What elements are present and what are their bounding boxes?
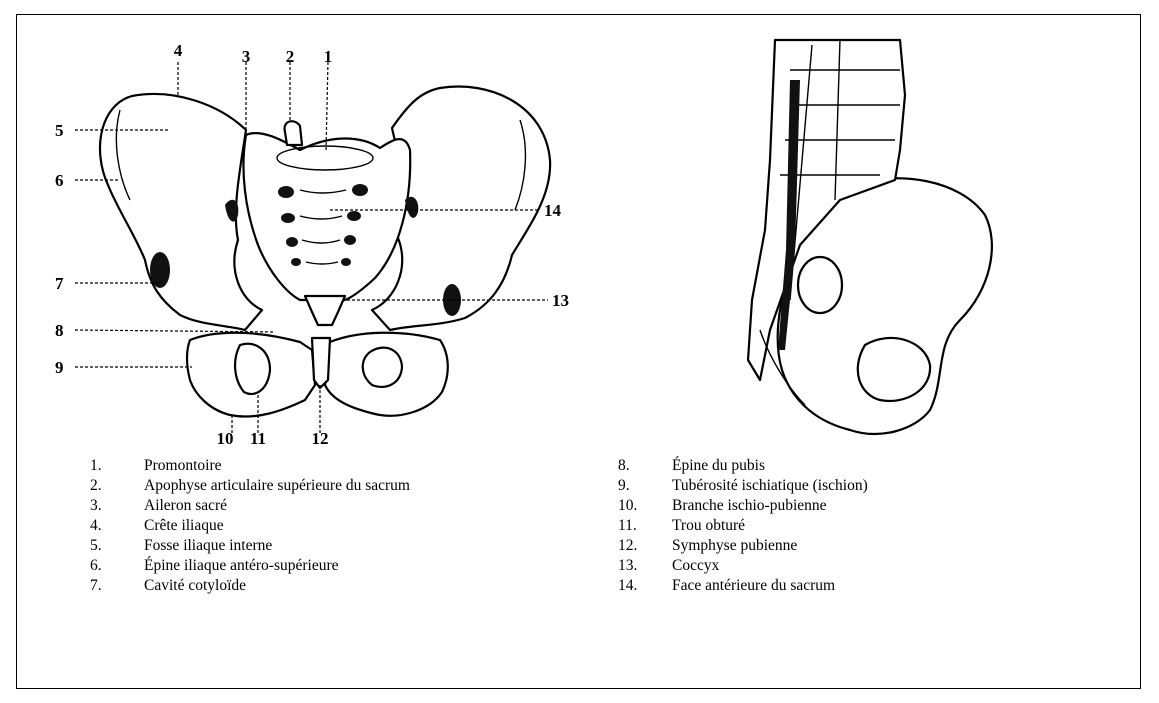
sacrum bbox=[243, 133, 410, 300]
legend-item: 7.Cavité cotyloïde bbox=[90, 576, 410, 596]
callout-14: 14 bbox=[544, 201, 562, 220]
callout-1: 1 bbox=[324, 47, 333, 66]
legend-text: Crête iliaque bbox=[144, 516, 224, 536]
legend-text: Épine du pubis bbox=[672, 456, 765, 476]
legend-number: 4. bbox=[90, 516, 144, 536]
legend-number: 2. bbox=[90, 476, 144, 496]
legend-item: 4.Crête iliaque bbox=[90, 516, 410, 536]
legend-text: Face antérieure du sacrum bbox=[672, 576, 835, 596]
legend-text: Tubérosité ischiatique (ischion) bbox=[672, 476, 868, 496]
legend-item: 1.Promontoire bbox=[90, 456, 410, 476]
legend-text: Symphyse pubienne bbox=[672, 536, 797, 556]
legend-item: 5.Fosse iliaque interne bbox=[90, 536, 410, 556]
callout-2: 2 bbox=[286, 47, 295, 66]
legend-item: 2.Apophyse articulaire supérieure du sac… bbox=[90, 476, 410, 496]
pubic-symphysis bbox=[312, 338, 330, 388]
legend-item: 8.Épine du pubis bbox=[618, 456, 868, 476]
legend-number: 5. bbox=[90, 536, 144, 556]
callout-12: 12 bbox=[312, 429, 329, 448]
coccyx bbox=[305, 296, 345, 325]
callout-10: 10 bbox=[217, 429, 234, 448]
legend-item: 10.Branche ischio-pubienne bbox=[618, 496, 868, 516]
legend-text: Promontoire bbox=[144, 456, 222, 476]
right-obturator-foramen bbox=[363, 348, 402, 387]
legend-number: 6. bbox=[90, 556, 144, 576]
legend-item: 3.Aileron sacré bbox=[90, 496, 410, 516]
lateral-pelvis-drawing bbox=[748, 40, 992, 434]
callout-8: 8 bbox=[55, 321, 64, 340]
legend-number: 12. bbox=[618, 536, 672, 556]
legend-text: Apophyse articulaire supérieure du sacru… bbox=[144, 476, 410, 496]
legend-number: 13. bbox=[618, 556, 672, 576]
legend-text: Trou obturé bbox=[672, 516, 745, 536]
legend-number: 11. bbox=[618, 516, 672, 536]
callout-5: 5 bbox=[55, 121, 64, 140]
legend-text: Branche ischio-pubienne bbox=[672, 496, 827, 516]
legend-right: 8.Épine du pubis 9.Tubérosité ischiatiqu… bbox=[618, 456, 868, 596]
callout-7: 7 bbox=[55, 274, 64, 293]
legend-text: Fosse iliaque interne bbox=[144, 536, 272, 556]
legend-number: 3. bbox=[90, 496, 144, 516]
callout-3: 3 bbox=[242, 47, 251, 66]
legend-number: 10. bbox=[618, 496, 672, 516]
legend-number: 1. bbox=[90, 456, 144, 476]
left-obturator-foramen bbox=[235, 344, 270, 394]
legend-item: 11.Trou obturé bbox=[618, 516, 868, 536]
legend-item: 12.Symphyse pubienne bbox=[618, 536, 868, 556]
legend-text: Cavité cotyloïde bbox=[144, 576, 246, 596]
legend-number: 7. bbox=[90, 576, 144, 596]
callout-13: 13 bbox=[552, 291, 569, 310]
callout-4: 4 bbox=[174, 41, 183, 60]
legend-item: 6.Épine iliaque antéro-supérieure bbox=[90, 556, 410, 576]
legend-text: Aileron sacré bbox=[144, 496, 227, 516]
legend-item: 14.Face antérieure du sacrum bbox=[618, 576, 868, 596]
lateral-acetabulum bbox=[798, 257, 842, 313]
legend-left: 1.Promontoire 2.Apophyse articulaire sup… bbox=[90, 456, 410, 596]
legend-number: 9. bbox=[618, 476, 672, 496]
callout-6: 6 bbox=[55, 171, 64, 190]
legend-item: 9.Tubérosité ischiatique (ischion) bbox=[618, 476, 868, 496]
callout-9: 9 bbox=[55, 358, 64, 377]
legend-text: Coccyx bbox=[672, 556, 719, 576]
legend-item: 13.Coccyx bbox=[618, 556, 868, 576]
articular-process bbox=[285, 121, 302, 145]
legend-number: 14. bbox=[618, 576, 672, 596]
legend-text: Épine iliaque antéro-supérieure bbox=[144, 556, 339, 576]
legend-number: 8. bbox=[618, 456, 672, 476]
lateral-obturator-foramen bbox=[858, 338, 930, 401]
callout-11: 11 bbox=[250, 429, 266, 448]
